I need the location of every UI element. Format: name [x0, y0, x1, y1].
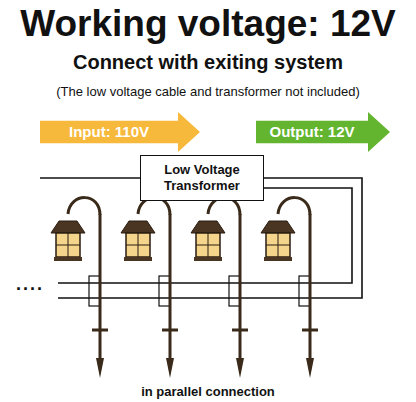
- input-arrow: Input: 110V: [40, 112, 200, 152]
- subtitle: Connect with exiting system: [73, 51, 343, 74]
- lamp-frame: [126, 233, 150, 257]
- lamps: [51, 198, 318, 378]
- ground-spike: [306, 358, 314, 378]
- lamp-glass: [56, 233, 80, 257]
- lamp-post: [99, 214, 102, 360]
- lamp-frame: [56, 233, 80, 257]
- wire-clip: [229, 276, 240, 306]
- path-light: [191, 198, 248, 378]
- lamp-base: [124, 257, 152, 261]
- lamp-glass: [126, 233, 150, 257]
- wire-clip: [159, 276, 170, 306]
- node-text: Low Voltage Transformer: [149, 162, 255, 195]
- lamp-post: [309, 214, 312, 360]
- path-light: [51, 198, 108, 378]
- lamp-roof: [191, 221, 225, 233]
- input-wire: [40, 177, 140, 179]
- output-wire: [58, 188, 352, 283]
- node-text: Output: 12V: [270, 123, 355, 142]
- title: Working voltage: 12V: [20, 4, 396, 45]
- lamp-base: [54, 257, 82, 261]
- shepherd-hook: [68, 198, 100, 215]
- ground-spike: [236, 358, 244, 378]
- ground-spike: [96, 358, 104, 378]
- lamp-frame: [196, 233, 220, 257]
- step-bar: [162, 329, 178, 332]
- lamp-frame: [266, 233, 290, 257]
- node-text: Input: 110V: [69, 123, 149, 142]
- lamp-glass: [266, 233, 290, 257]
- lamp-post: [169, 214, 172, 360]
- output-arrow: Output: 12V: [256, 112, 390, 152]
- path-light: [261, 198, 318, 378]
- note: (The low voltage cable and transformer n…: [56, 84, 360, 99]
- step-bar: [92, 329, 108, 332]
- ground-spike: [166, 358, 174, 378]
- lamp-post: [239, 214, 242, 360]
- lamp-base: [194, 257, 222, 261]
- lamp-glass: [196, 233, 220, 257]
- wire-clip: [89, 276, 100, 306]
- shepherd-hook: [278, 198, 310, 215]
- wire-clip: [299, 276, 310, 306]
- lamp-base: [264, 257, 292, 261]
- lamp-roof: [261, 221, 295, 233]
- caption: in parallel connection: [141, 384, 275, 399]
- step-bar: [232, 329, 248, 332]
- transformer-box: Low Voltage Transformer: [140, 155, 264, 202]
- lamp-roof: [121, 221, 155, 233]
- step-bar: [302, 329, 318, 332]
- continuation-dots: ....: [16, 274, 44, 295]
- path-light: [121, 198, 178, 378]
- lamp-roof: [51, 221, 85, 233]
